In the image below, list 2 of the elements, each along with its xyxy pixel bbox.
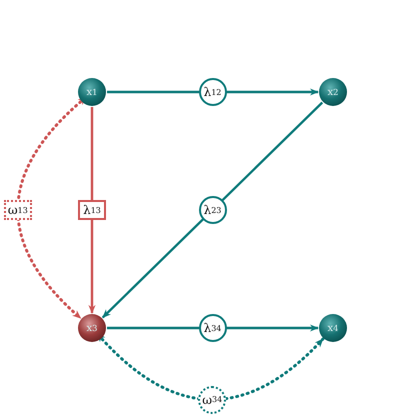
- arrow: [88, 107, 96, 314]
- arrow: [102, 102, 324, 318]
